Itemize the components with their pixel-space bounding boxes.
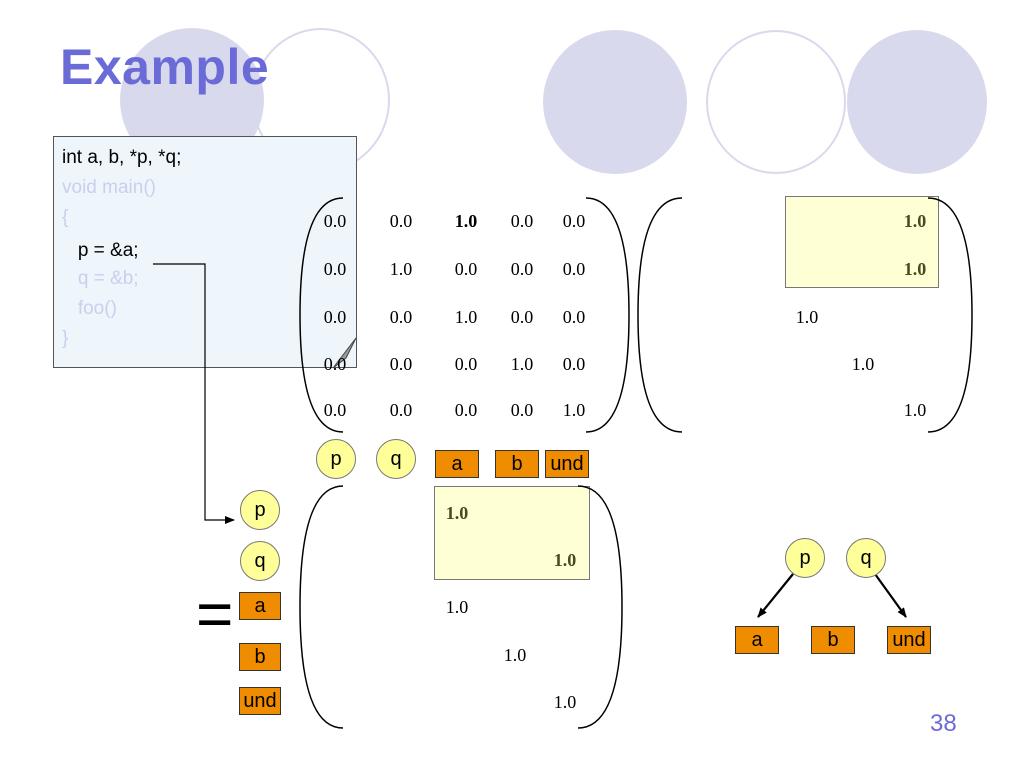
graph-node-object: und	[887, 626, 931, 654]
row-label-pointer: p	[240, 490, 280, 530]
column-label-object: b	[495, 450, 539, 478]
decor-circle-3	[543, 30, 687, 174]
matrix-cell: 1.0	[445, 503, 469, 523]
edge-q-und	[874, 573, 907, 618]
matrix-cell: 0.0	[562, 307, 586, 327]
page-curl-icon	[332, 337, 357, 369]
matrix-cell: 0.0	[323, 259, 347, 279]
matrix-cell: 1.0	[510, 354, 534, 374]
row-label-object: und	[239, 687, 281, 715]
graph-node-object: b	[811, 626, 855, 654]
matrix-cell: 1.0	[553, 692, 577, 712]
matrix-cell: 1.0	[553, 550, 577, 570]
code-line: }	[62, 328, 69, 349]
matrix-cell: 1.0	[795, 307, 819, 327]
matrix-cell: 0.0	[562, 211, 586, 231]
matrix-cell: 0.0	[454, 400, 478, 420]
matrix-cell: 0.0	[510, 211, 534, 231]
matrix-cell: 0.0	[510, 307, 534, 327]
row-label-object: a	[239, 592, 281, 620]
decor-circle-5	[847, 30, 987, 174]
matrix-cell: 0.0	[562, 259, 586, 279]
code-line: {	[62, 207, 69, 228]
graph-node-object: a	[735, 626, 779, 654]
connector-arrow	[153, 263, 235, 524]
code-line: q = &b;	[62, 268, 139, 289]
page-number: 38	[930, 710, 957, 737]
matrix-cell: 0.0	[510, 400, 534, 420]
bracket-right	[577, 485, 623, 729]
matrix-cell: 0.0	[389, 211, 413, 231]
matrix-cell: 0.0	[562, 354, 586, 374]
bracket-left	[299, 197, 344, 433]
matrix-cell: 0.0	[323, 354, 347, 374]
column-label-pointer: p	[316, 439, 356, 479]
edge-p-a	[757, 573, 794, 618]
matrix-cell: 0.0	[323, 307, 347, 327]
matrix-cell: 0.0	[323, 211, 347, 231]
graph-node-pointer: p	[785, 538, 825, 578]
matrix-cell: 1.0	[903, 211, 927, 231]
matrix-cell: 1.0	[445, 597, 469, 617]
matrix-cell: 0.0	[510, 259, 534, 279]
matrix-cell: 1.0	[503, 645, 527, 665]
matrix-cell: 0.0	[323, 400, 347, 420]
row-label-object: b	[239, 643, 281, 671]
column-label-object: a	[435, 450, 479, 478]
equals-sign: =	[196, 578, 234, 650]
column-label-object: und	[545, 450, 589, 478]
row-label-pointer: q	[240, 541, 280, 581]
matrix-cell: 1.0	[454, 211, 478, 231]
matrix-cell: 1.0	[562, 400, 586, 420]
matrix-cell: 1.0	[903, 400, 927, 420]
matrix-cell: 0.0	[389, 400, 413, 420]
slide-title: Example	[60, 39, 270, 95]
code-line: void main()	[62, 177, 156, 198]
bracket-right	[585, 197, 630, 433]
highlight-top-right	[785, 196, 939, 288]
matrix-cell: 1.0	[903, 259, 927, 279]
matrix-cell: 1.0	[389, 259, 413, 279]
matrix-cell: 0.0	[454, 259, 478, 279]
bracket-right	[927, 197, 973, 433]
bracket-left	[637, 197, 683, 433]
matrix-cell: 0.0	[454, 354, 478, 374]
matrix-cell: 1.0	[454, 307, 478, 327]
column-label-pointer: q	[376, 439, 416, 479]
graph-node-pointer: q	[846, 538, 886, 578]
code-line: foo()	[62, 298, 117, 319]
matrix-cell: 0.0	[389, 307, 413, 327]
bracket-left	[299, 485, 344, 729]
code-line: p = &a;	[62, 240, 139, 261]
highlight-bottom	[434, 486, 590, 580]
code-line: int a, b, *p, *q;	[62, 147, 182, 168]
decor-circle-4	[706, 30, 846, 174]
matrix-cell: 1.0	[851, 354, 875, 374]
matrix-cell: 0.0	[389, 354, 413, 374]
